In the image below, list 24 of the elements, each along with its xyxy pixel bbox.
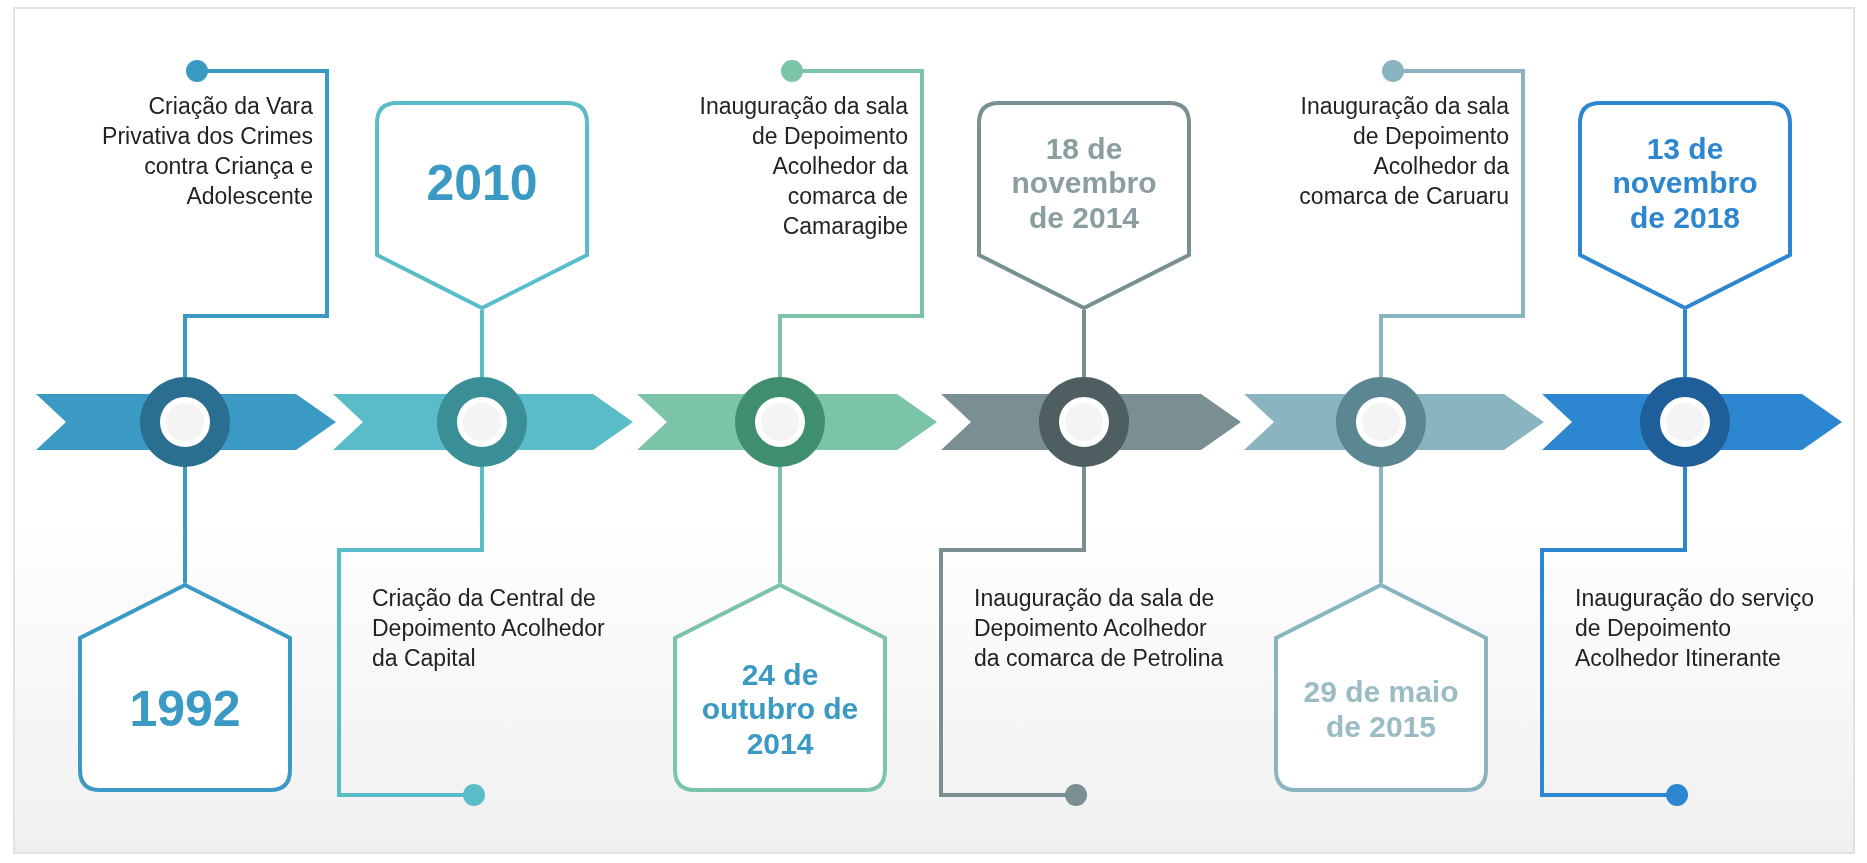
- connector-line-with-dot: [778, 60, 924, 377]
- event-description: Inauguração da sala de Depoimento Acolhedor da comarca de Petrolina: [974, 584, 1224, 673]
- connector-line: [1683, 310, 1687, 377]
- event-description: Inauguração da sala de Depoimento Acolhedor da comarca de Caruaru: [1298, 92, 1509, 211]
- date-label: 2010: [426, 154, 538, 213]
- date-label: 13 de novembro de 2018: [1611, 131, 1759, 236]
- connector-line-with-dot: [939, 467, 1087, 806]
- date-label: 1992: [129, 680, 241, 739]
- connector-line-with-dot: [183, 60, 329, 377]
- connector-line: [778, 467, 782, 583]
- event-description: Inauguração do serviço de Depoimento Acolhedor Itinerante: [1575, 584, 1816, 673]
- date-label: 24 de outubro de 2014: [700, 657, 860, 762]
- connector-line: [1082, 310, 1086, 377]
- event-description: Inauguração da sala de Depoimento Acolhedor da comarca de Camaragibe: [698, 92, 908, 241]
- connector-line: [480, 310, 484, 377]
- connector-line-with-dot: [337, 467, 485, 806]
- connector-line: [1379, 467, 1383, 583]
- event-description: Criação da Vara Privativa dos Crimes contra Criança e Adolescente: [101, 92, 313, 211]
- event-description: Criação da Central de Depoimento Acolhedor da Capital: [372, 584, 606, 673]
- date-label: 29 de maio de 2015: [1302, 675, 1460, 744]
- connector-line-with-dot: [1540, 467, 1688, 806]
- connector-line-with-dot: [1379, 60, 1525, 377]
- connector-line: [183, 467, 187, 583]
- date-label: 18 de novembro de 2014: [1010, 131, 1158, 236]
